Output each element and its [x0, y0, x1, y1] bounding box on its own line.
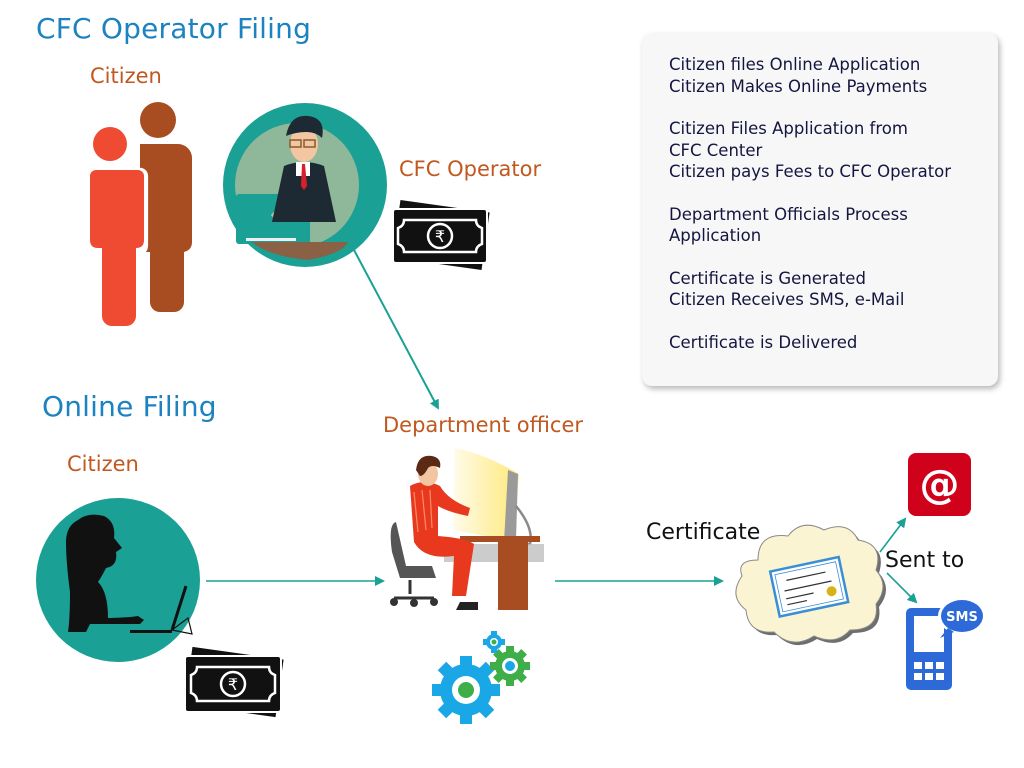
- process-step: Department Officials Process Application: [669, 204, 988, 247]
- process-step-line: Certificate is Generated: [669, 268, 866, 288]
- sent-to-label: Sent to: [885, 548, 965, 573]
- online-money-icon: ₹: [184, 646, 284, 718]
- process-step-line: Citizen Makes Online Payments: [669, 76, 928, 96]
- gear-small: [483, 631, 505, 653]
- email-icon: @: [908, 453, 971, 516]
- certificate-cloud-icon: [735, 524, 886, 646]
- cfc-operator-avatar: [223, 103, 387, 267]
- certificate-label: Certificate: [646, 520, 761, 545]
- process-step: Citizen files Online Application Citizen…: [669, 54, 988, 97]
- cfc-operator-label: CFC Operator: [399, 157, 542, 181]
- sms-badge-text: SMS: [946, 610, 978, 625]
- cfc-money-icon: ₹: [392, 200, 490, 270]
- online-filing-title: Online Filing: [42, 390, 217, 423]
- process-step-line: Certificate is Delivered: [669, 332, 858, 352]
- arrow-operator-to-officer: [353, 249, 439, 410]
- process-step-line: CFC Center: [669, 140, 763, 160]
- online-citizen-label: Citizen: [67, 452, 139, 476]
- process-step-line: Application: [669, 226, 762, 245]
- process-step: Certificate is Delivered: [669, 332, 988, 354]
- gear-medium: [490, 646, 530, 686]
- online-citizen-avatar: [36, 498, 200, 662]
- process-step: Citizen Files Application from CFC Cente…: [669, 118, 988, 183]
- arrow-certificate-to-email: [879, 517, 907, 553]
- sms-phone-icon: SMS: [906, 598, 986, 690]
- department-officer-label: Department officer: [383, 413, 584, 437]
- process-step-line: Citizen Files Application from: [669, 119, 908, 138]
- at-symbol: @: [920, 462, 960, 508]
- certificate-document: [768, 555, 850, 619]
- cfc-operator-filing-title: CFC Operator Filing: [36, 12, 312, 45]
- rupee-symbol: ₹: [228, 675, 238, 694]
- department-officer-illustration: [390, 448, 544, 610]
- process-step: Certificate is Generated Citizen Receive…: [669, 268, 988, 311]
- arrow-certificate-to-sms: [886, 572, 918, 604]
- process-step-line: Citizen files Online Application: [669, 55, 921, 74]
- gear-large: [432, 656, 500, 724]
- gears-icon: [432, 631, 530, 724]
- process-step-line: Citizen pays Fees to CFC Operator: [669, 162, 952, 181]
- process-step-line: Department Officials Process: [669, 204, 908, 224]
- cfc-citizen-label: Citizen: [90, 64, 162, 88]
- citizens-group-icon: [75, 102, 192, 335]
- process-steps-panel: Citizen files Online Application Citizen…: [642, 33, 998, 386]
- rupee-symbol: ₹: [435, 227, 445, 246]
- process-step-line: Citizen Receives SMS, e-Mail: [669, 290, 905, 309]
- process-steps-list: Citizen files Online Application Citizen…: [669, 54, 988, 374]
